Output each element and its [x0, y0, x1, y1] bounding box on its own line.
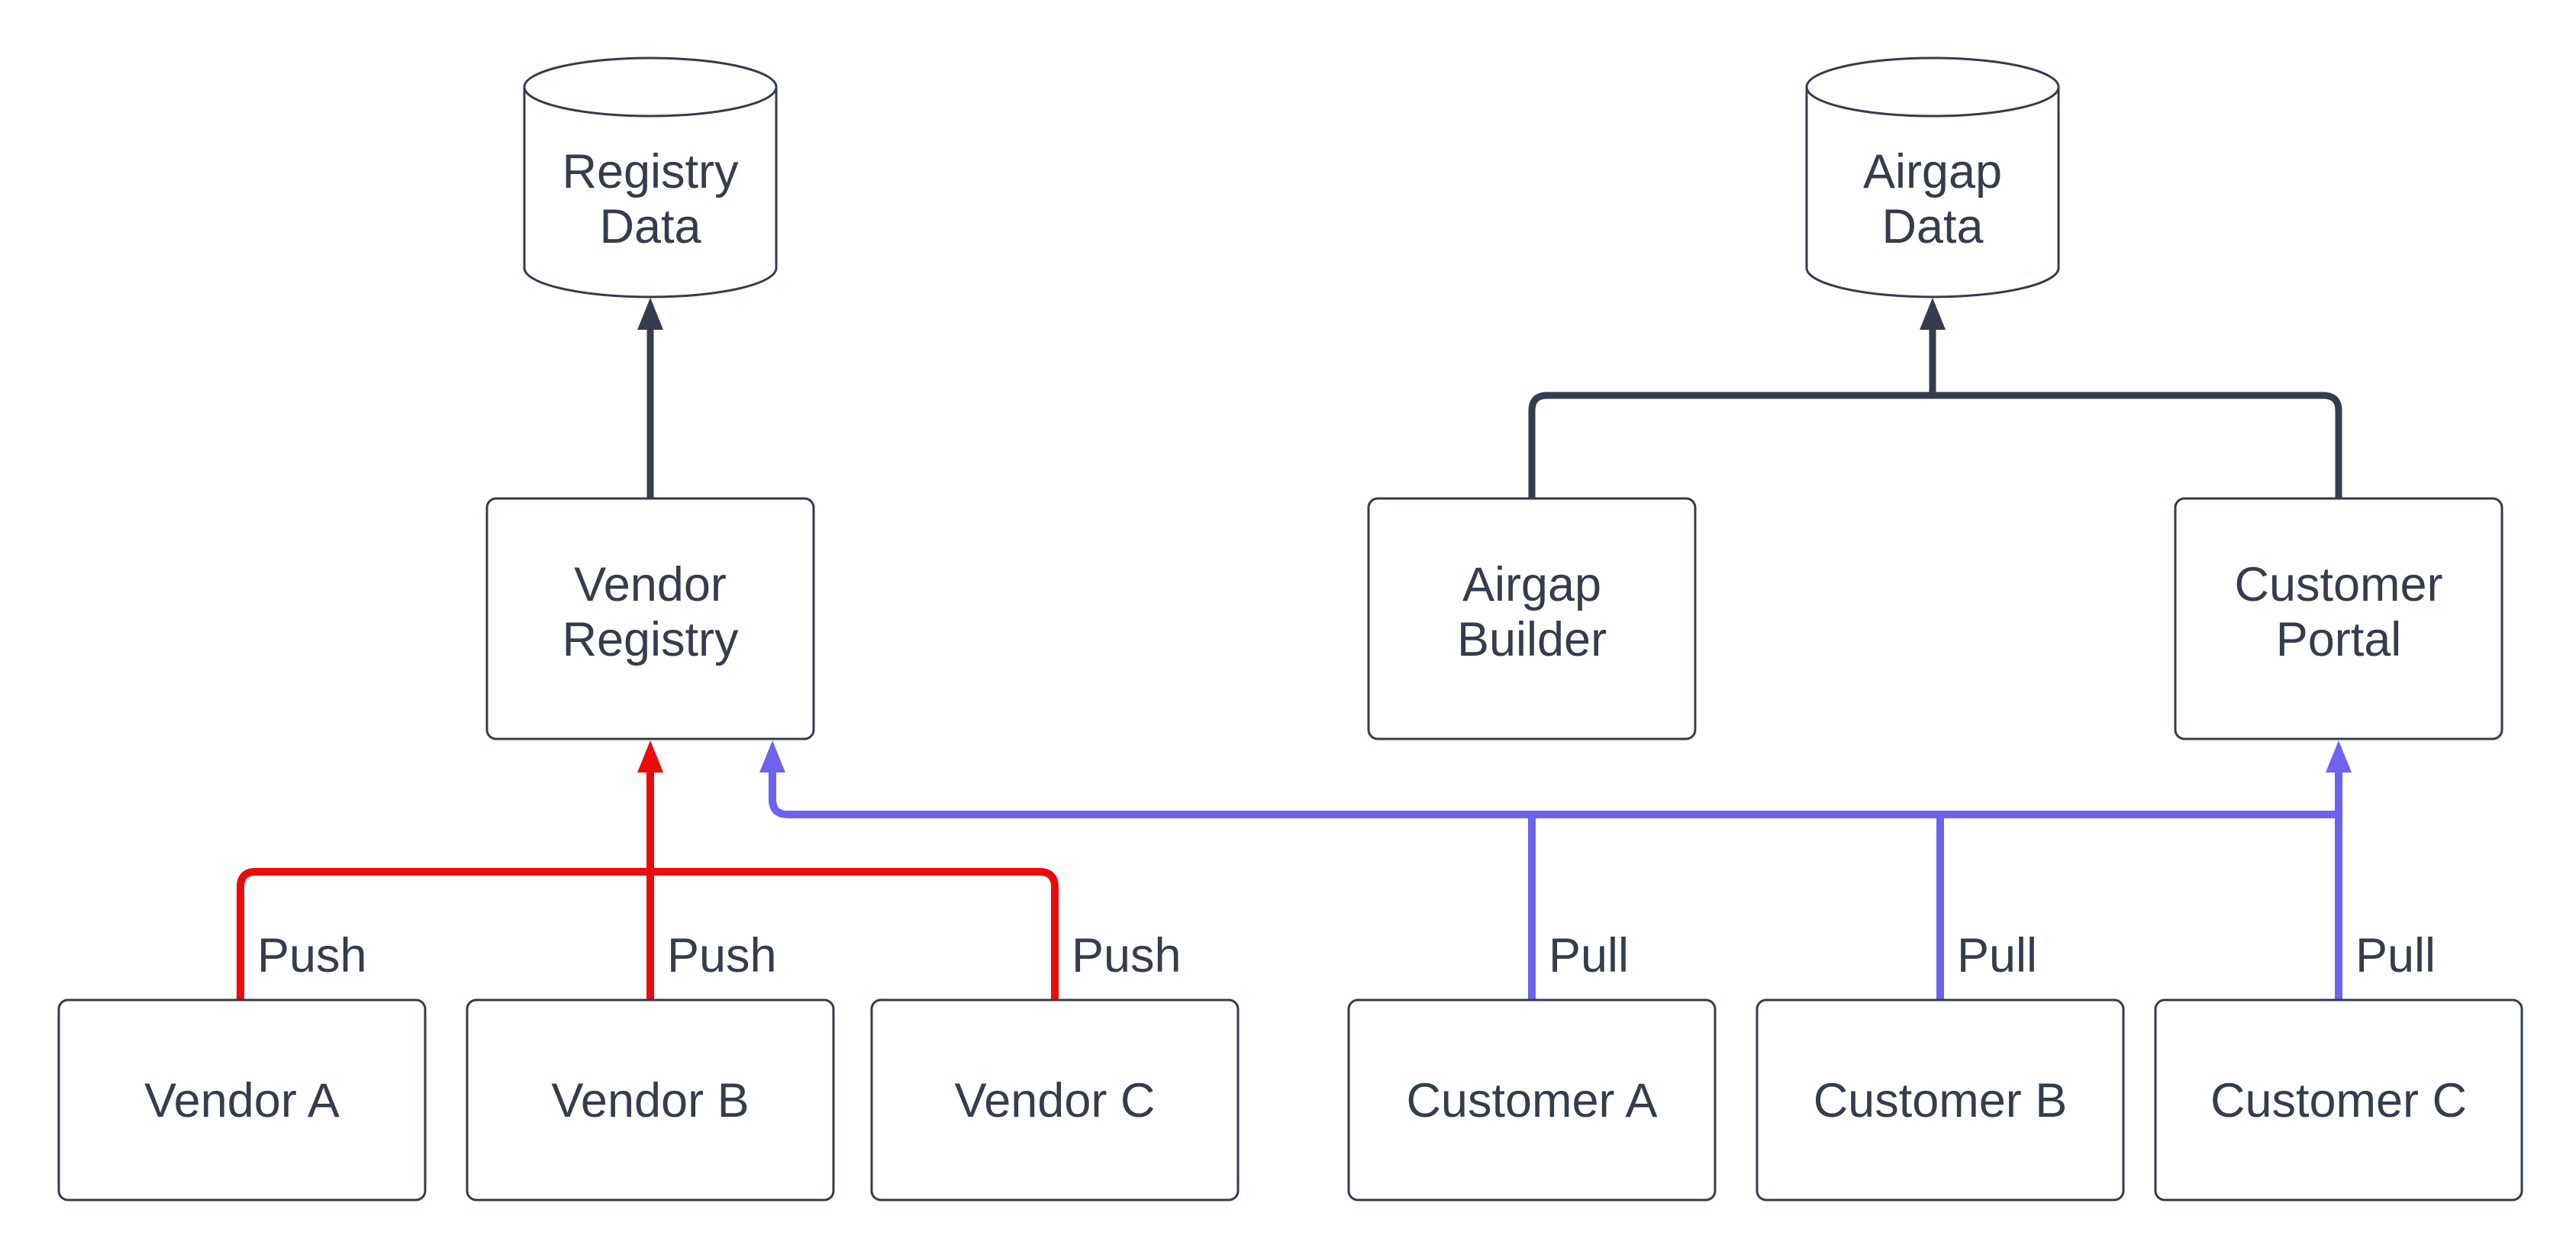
node-box: [2154, 998, 2523, 1202]
edge-label-pull-customer-b: Pull: [1957, 929, 2037, 982]
edge-label-push-vendor-b: Push: [667, 929, 777, 982]
arrowhead-registry-data: [637, 298, 663, 330]
node-vendor-c: Vendor C: [870, 998, 1240, 1202]
node-label-line: Registry: [562, 613, 739, 666]
node-vendor-registry: Vendor Registry: [485, 497, 815, 740]
node-label-line: Data: [1881, 200, 1984, 253]
edge-label-push-vendor-c: Push: [1072, 929, 1182, 982]
node-label-line: Builder: [1457, 613, 1607, 666]
node-label-line: Vendor C: [955, 1074, 1156, 1127]
node-box: [1347, 998, 1717, 1202]
edge-vendor-registry-to-registry-data: [637, 298, 663, 498]
edge-label-pull-customer-c: Pull: [2355, 929, 2436, 982]
node-customer-a: Customer A: [1347, 998, 1717, 1202]
edge-label-push-vendor-a: Push: [257, 929, 367, 982]
node-label-line: Customer C: [2210, 1074, 2467, 1127]
node-box: [466, 998, 835, 1202]
node-box: [2174, 497, 2503, 740]
cylinder-top: [523, 56, 778, 118]
arrowhead-pull-vendor-registry: [759, 740, 785, 773]
node-label-line: Vendor A: [144, 1074, 340, 1127]
node-label-line: Portal: [2276, 613, 2402, 666]
node-label-line: Vendor: [574, 558, 727, 611]
node-box: [1367, 497, 1697, 740]
edge-group-push: [237, 740, 1059, 1000]
node-label-line: Registry: [562, 145, 739, 198]
node-label-line: Data: [599, 200, 701, 253]
node-label-line: Customer B: [1814, 1074, 2068, 1127]
node-customer-b: Customer B: [1755, 998, 2125, 1202]
arrowhead-airgap-data: [1920, 298, 1946, 330]
arrowhead-pull-customer-portal: [2326, 740, 2352, 773]
node-vendor-b: Vendor B: [466, 998, 835, 1202]
cylinder-top: [1805, 56, 2060, 118]
edge-line-airgap-merge: [1528, 392, 2342, 498]
node-label-line: Customer: [2234, 558, 2442, 611]
node-airgap-data: Airgap Data: [1805, 56, 2060, 298]
node-customer-portal: Customer Portal: [2174, 497, 2503, 740]
node-customer-c: Customer C: [2154, 998, 2523, 1202]
edge-builder-and-portal-to-airgap-data: [1528, 298, 2342, 498]
node-vendor-a: Vendor A: [57, 998, 427, 1202]
edge-group-pull: [759, 740, 2352, 1000]
node-label-line: Airgap: [1462, 558, 1601, 611]
edge-label-pull-customer-a: Pull: [1549, 929, 1629, 982]
node-registry-data: Registry Data: [523, 56, 778, 298]
node-airgap-builder: Airgap Builder: [1367, 497, 1697, 740]
node-box: [485, 497, 815, 740]
node-box: [1755, 998, 2125, 1202]
edge-line-pull-horizontal: [769, 771, 2339, 818]
node-box: [870, 998, 1240, 1202]
arrowhead-push-vendor-registry: [637, 740, 663, 773]
node-label-line: Customer A: [1406, 1074, 1657, 1127]
cylinder-body: [1805, 87, 2060, 298]
node-label-line: Vendor B: [551, 1074, 749, 1127]
node-box: [57, 998, 427, 1202]
cylinder-body: [523, 87, 778, 298]
node-label-line: Airgap: [1863, 145, 2002, 198]
